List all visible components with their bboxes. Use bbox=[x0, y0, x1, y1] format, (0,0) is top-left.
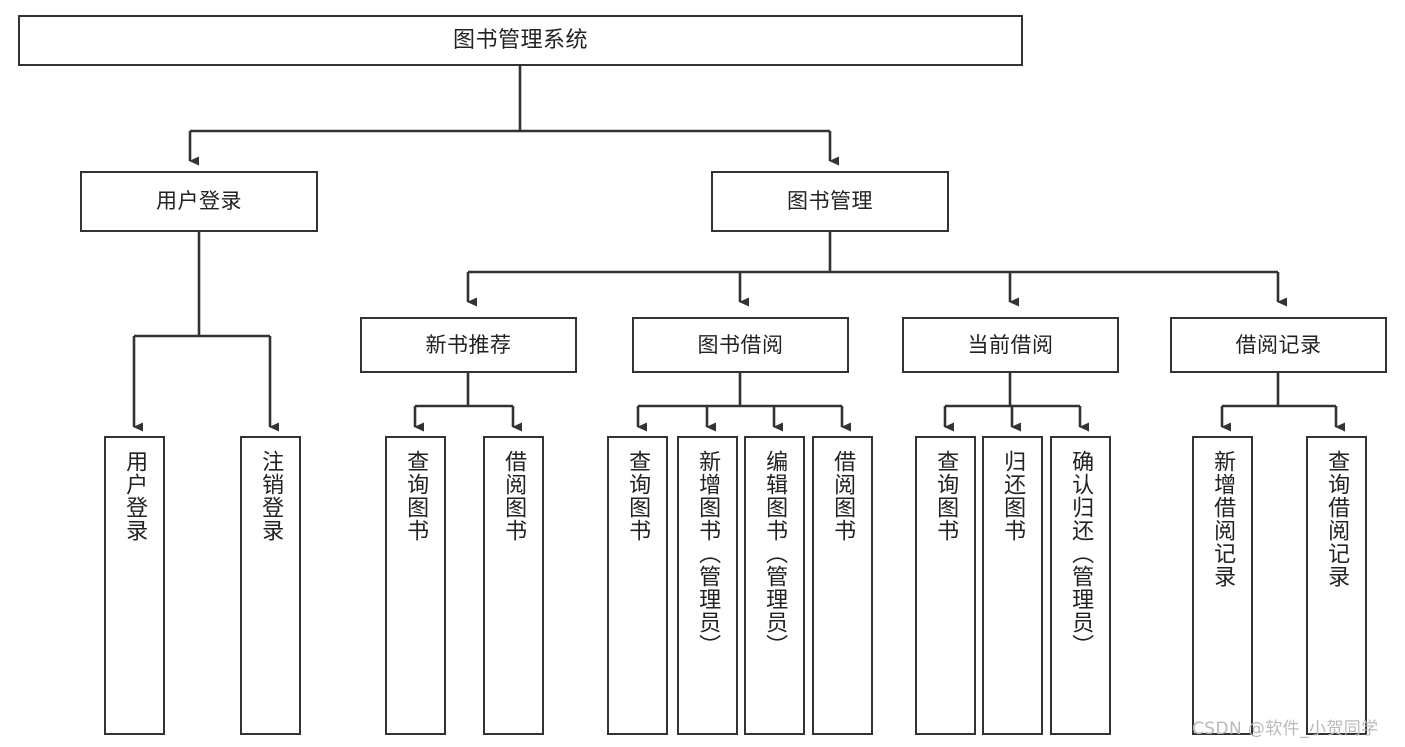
node-label: 当前借阅 bbox=[967, 332, 1054, 357]
node-label: 编辑图书（管理员） bbox=[762, 450, 788, 657]
node-borrow-record[interactable]: 借阅记录 bbox=[1170, 317, 1387, 373]
node-current-borrow[interactable]: 当前借阅 bbox=[902, 317, 1119, 373]
node-label: 用户登录 bbox=[156, 189, 242, 214]
leaf-edit-book-admin[interactable]: 编辑图书（管理员） bbox=[744, 436, 805, 735]
leaf-query-borrow-record[interactable]: 查询借阅记录 bbox=[1306, 436, 1367, 735]
node-label: 查询借阅记录 bbox=[1324, 450, 1350, 588]
leaf-borrow-book-recommend[interactable]: 借阅图书 bbox=[483, 436, 544, 735]
node-book-management[interactable]: 图书管理 bbox=[711, 171, 949, 232]
node-book-borrow[interactable]: 图书借阅 bbox=[632, 317, 849, 373]
node-root-system[interactable]: 图书管理系统 bbox=[18, 15, 1023, 66]
node-label: 借阅图书 bbox=[501, 450, 527, 542]
node-label: 查询图书 bbox=[625, 450, 651, 542]
node-label: 注销登录 bbox=[258, 450, 284, 542]
node-label: 归还图书 bbox=[1000, 450, 1026, 542]
csdn-watermark: CSDN @软件_小贺同学 bbox=[1192, 719, 1379, 739]
node-label: 图书管理 bbox=[787, 189, 873, 214]
node-label: 图书借阅 bbox=[697, 332, 784, 357]
node-label: 新增图书（管理员） bbox=[695, 450, 721, 657]
node-label: 借阅图书 bbox=[830, 450, 856, 542]
node-user-login[interactable]: 用户登录 bbox=[80, 171, 318, 232]
leaf-user-login[interactable]: 用户登录 bbox=[104, 436, 165, 735]
leaf-add-book-admin[interactable]: 新增图书（管理员） bbox=[677, 436, 738, 735]
node-new-book-recommend[interactable]: 新书推荐 bbox=[360, 317, 577, 373]
node-label: 查询图书 bbox=[933, 450, 959, 542]
leaf-query-book-current[interactable]: 查询图书 bbox=[915, 436, 976, 735]
leaf-query-book-borrow[interactable]: 查询图书 bbox=[607, 436, 668, 735]
leaf-confirm-return-admin[interactable]: 确认归还（管理员） bbox=[1050, 436, 1111, 735]
node-label: 查询图书 bbox=[403, 450, 429, 542]
node-label: 用户登录 bbox=[122, 450, 148, 542]
leaf-user-logout[interactable]: 注销登录 bbox=[240, 436, 301, 735]
node-label: 确认归还（管理员） bbox=[1068, 450, 1094, 657]
node-label: 借阅记录 bbox=[1235, 332, 1322, 357]
leaf-add-borrow-record[interactable]: 新增借阅记录 bbox=[1192, 436, 1253, 735]
node-label: 新增借阅记录 bbox=[1210, 450, 1236, 588]
node-label: 图书管理系统 bbox=[452, 27, 588, 53]
leaf-return-book[interactable]: 归还图书 bbox=[982, 436, 1043, 735]
leaf-query-book-recommend[interactable]: 查询图书 bbox=[385, 436, 446, 735]
leaf-borrow-book[interactable]: 借阅图书 bbox=[812, 436, 873, 735]
node-label: 新书推荐 bbox=[425, 332, 512, 357]
